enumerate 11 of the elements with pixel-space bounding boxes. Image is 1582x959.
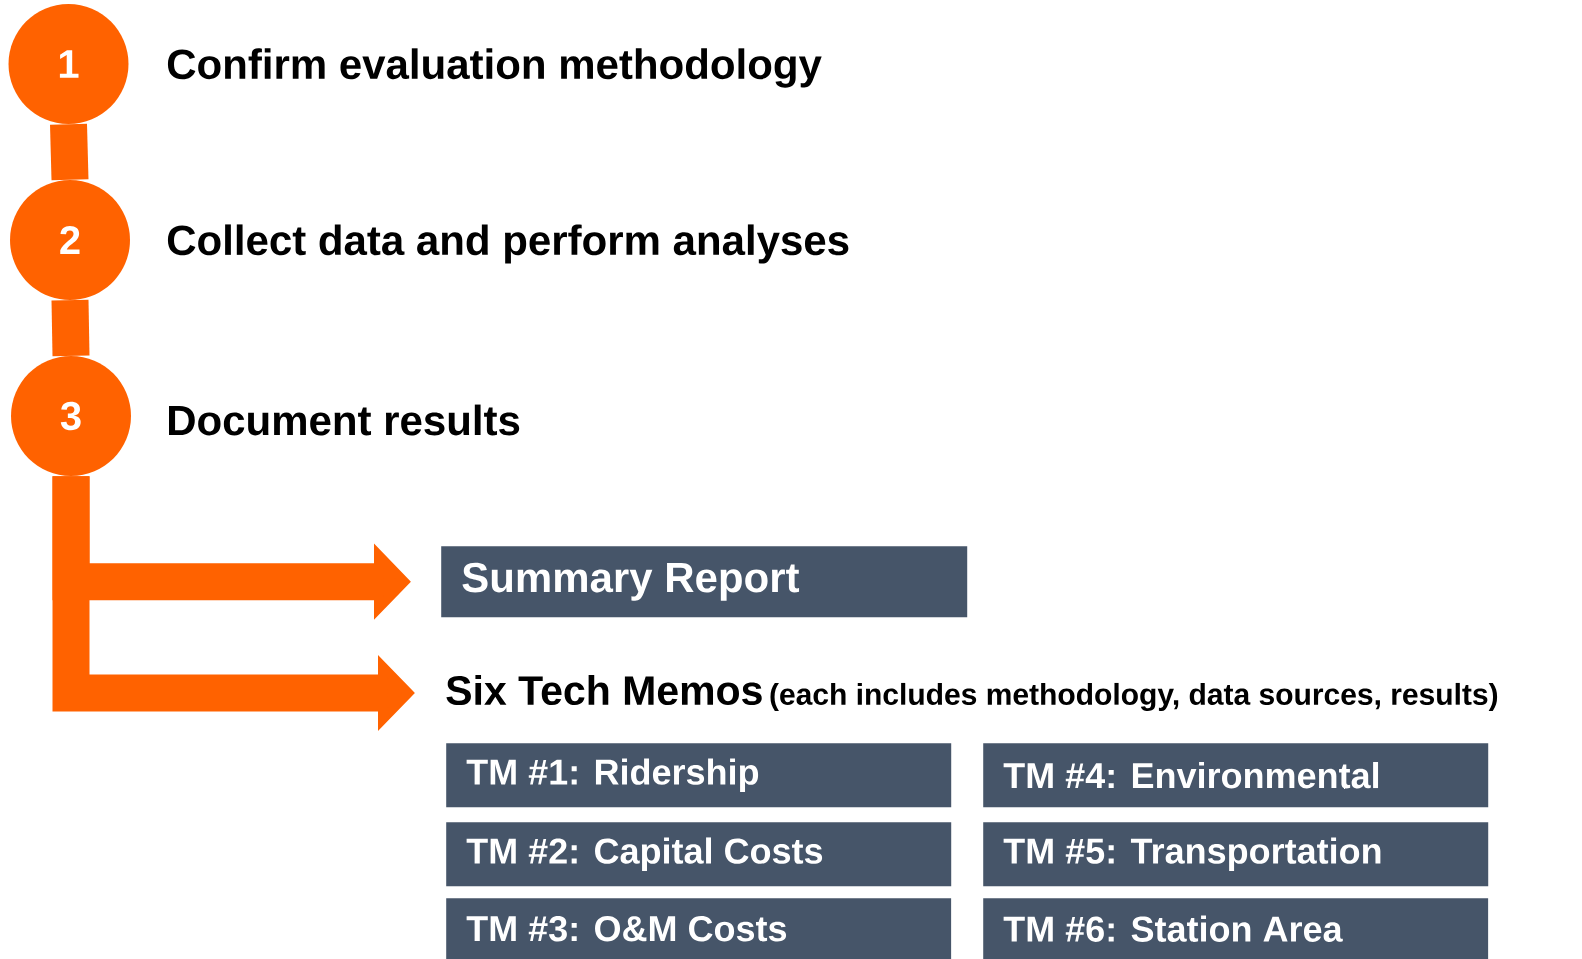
memo-box: TM #6: Station Area xyxy=(983,898,1489,959)
memo-box: TM #5: Transportation xyxy=(983,822,1489,887)
step-label: Collect data and perform analyses xyxy=(167,224,849,264)
memo-heading: Six Tech Memos (each includes methodology, data sources, results) xyxy=(446,674,1498,712)
step-label: Document results xyxy=(169,404,520,436)
memo-box: TM #1: Ridership xyxy=(446,743,952,808)
step-label: Confirm evaluation methodology xyxy=(167,48,822,88)
memo-box: TM #2: Capital Costs xyxy=(446,822,952,887)
report-box: Summary Report xyxy=(441,546,968,618)
memo-box: TM #3: O&M Costs xyxy=(446,898,952,959)
memo-box: TM #4: Environmental xyxy=(983,743,1489,808)
